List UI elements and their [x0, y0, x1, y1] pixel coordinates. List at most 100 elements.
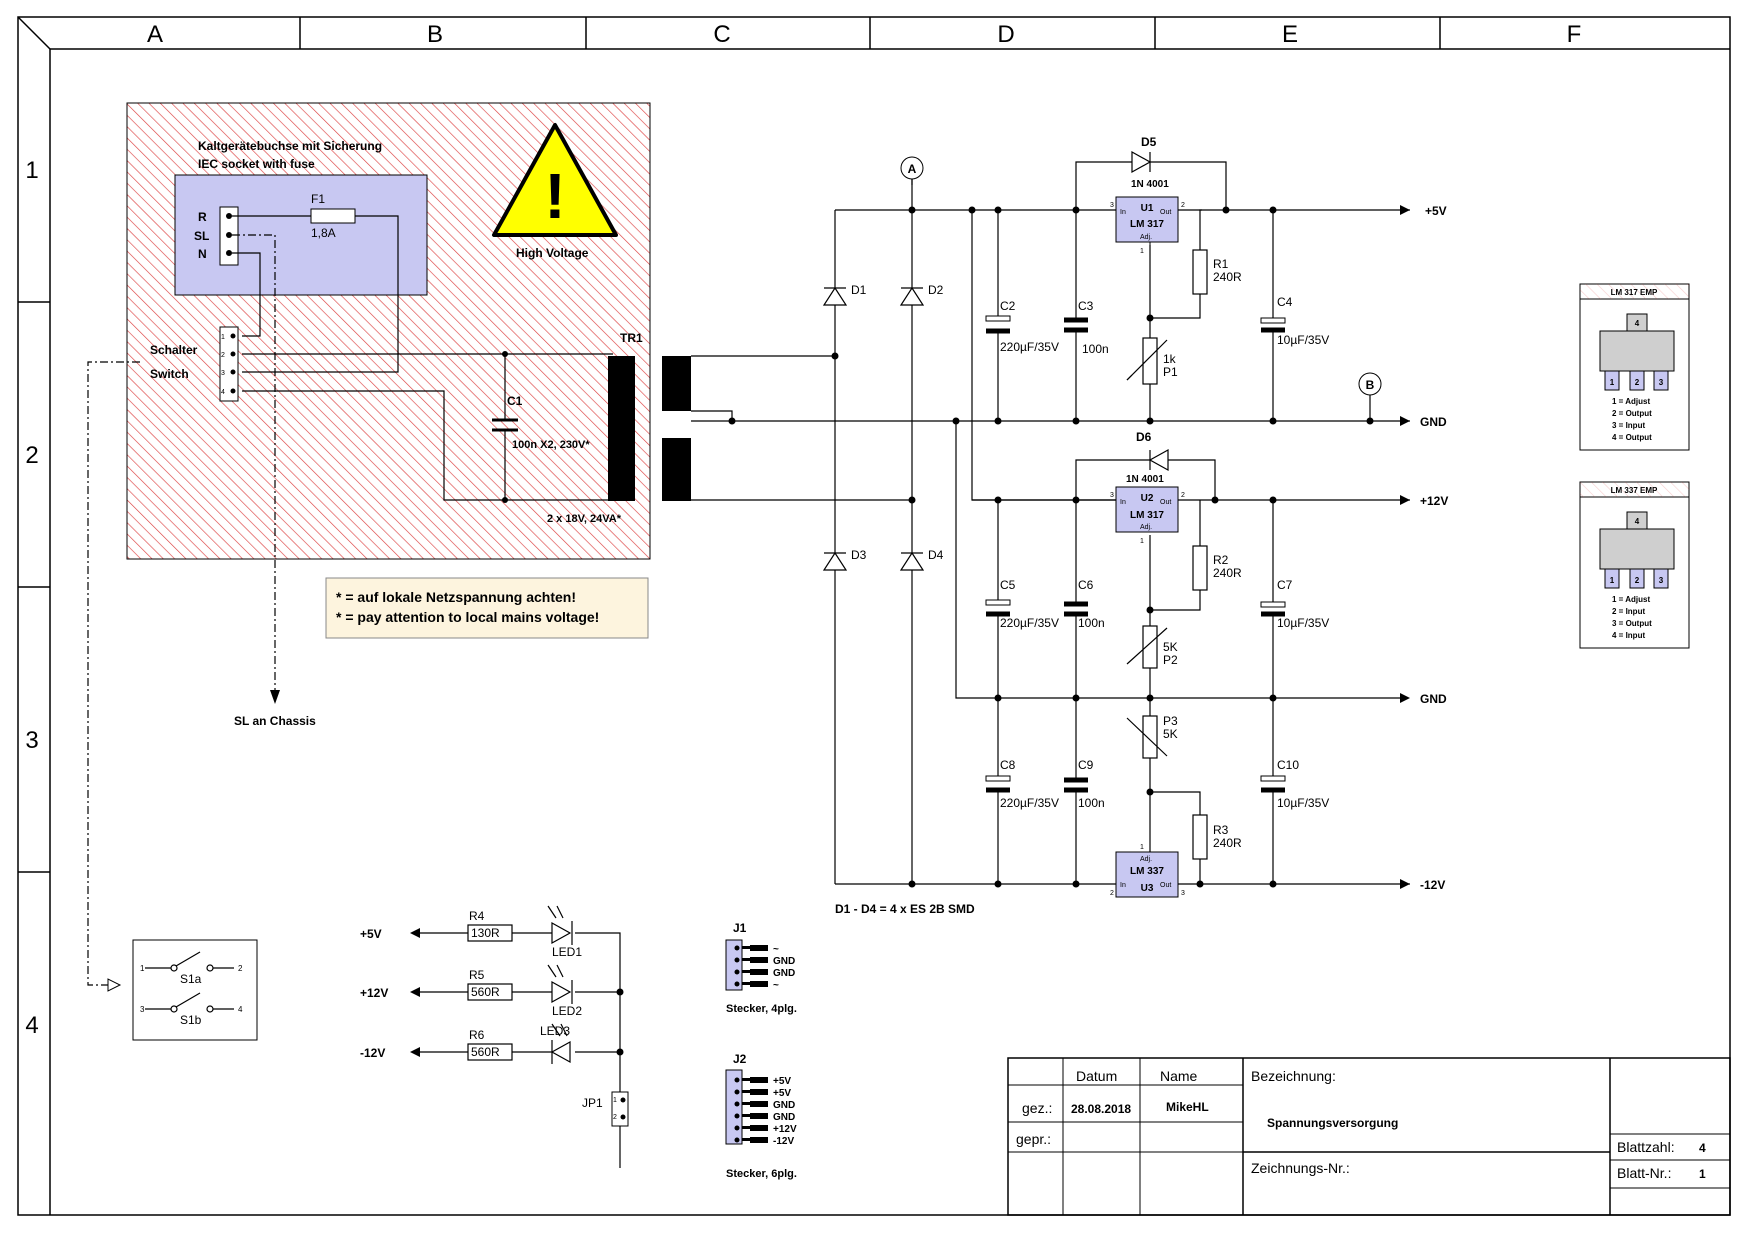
c3-label: C3: [1078, 299, 1094, 313]
pkg2-tab: 4: [1635, 517, 1640, 526]
led-symbols: [547, 905, 573, 1064]
marker-b-label: B: [1366, 378, 1375, 392]
u3-pin1: 1: [1140, 844, 1144, 851]
r3-label: R3: [1213, 823, 1229, 837]
c2-value: 220µF/35V: [1000, 340, 1059, 354]
c6-label: C6: [1078, 578, 1094, 592]
led-wiring: [420, 932, 621, 1168]
row-label-3: 3: [25, 727, 38, 754]
sw-pin-2: 2: [221, 352, 225, 359]
j1-pins: [734, 945, 768, 987]
tb-bez-value: Spannungsversorgung: [1267, 1116, 1398, 1130]
u1-name: U1: [1141, 203, 1154, 214]
sw-pin-1: 1: [221, 334, 225, 341]
drawing-frame: [17, 16, 1731, 1216]
tb-date: 28.08.2018: [1071, 1102, 1131, 1116]
j1-pin-4: ~: [773, 980, 779, 991]
diode-d1-label: D1: [851, 283, 867, 297]
p1-value: 1k: [1163, 352, 1177, 366]
jp1-pin1: 1: [613, 1097, 617, 1104]
c1-name: C1: [507, 394, 523, 408]
output-arrows: [1400, 205, 1410, 889]
row-label-4: 4: [25, 1012, 38, 1039]
switch-terminal: [219, 326, 239, 402]
trafo-name: TR1: [620, 331, 643, 345]
r2-label: R2: [1213, 553, 1229, 567]
d6-label: D6: [1136, 430, 1152, 444]
package-lm337: [1579, 481, 1690, 649]
diode-d2-label: D2: [928, 283, 944, 297]
note-de: * = auf lokale Netzspannung achten!: [336, 589, 576, 605]
c3-value: 100n: [1082, 342, 1109, 356]
chassis-arrow: [270, 690, 280, 704]
sw-pin-3: 3: [221, 370, 225, 377]
led1-label: LED1: [552, 945, 582, 959]
c9-value: 100n: [1078, 796, 1105, 810]
c6-value: 100n: [1078, 616, 1105, 630]
earth-line: [87, 234, 276, 986]
socket-title-en: IEC socket with fuse: [198, 157, 315, 171]
u2-adj: Adj.: [1140, 524, 1152, 531]
d5-label: D5: [1141, 135, 1157, 149]
pkg1-pin3: 3: [1659, 378, 1664, 387]
s1-pin-3: 3: [140, 1005, 145, 1014]
c4-value: 10µF/35V: [1277, 333, 1329, 347]
j1-pin-3: GND: [773, 968, 795, 979]
pkg1-legend-3: 3 = Input: [1612, 421, 1645, 430]
p1-label: P1: [1163, 365, 1178, 379]
regulator-u3: [1115, 851, 1179, 898]
j2-pin-3: GND: [773, 1100, 795, 1111]
transformer-secondary-lower: [662, 438, 691, 501]
output-5v-label: +5V: [1425, 204, 1447, 218]
tb-sheet-value: 1: [1699, 1167, 1706, 1181]
column-label-f: F: [1567, 21, 1582, 48]
pkg2-pin1: 1: [1610, 576, 1615, 585]
j2-pins: [734, 1077, 768, 1143]
column-label-e: E: [1282, 21, 1298, 48]
pkg1-tab: 4: [1635, 319, 1640, 328]
row-label-2: 2: [25, 442, 38, 469]
connector-j2: [725, 1069, 743, 1145]
package-lm317: [1579, 283, 1690, 451]
fuse-f1: [310, 208, 356, 224]
u2-out: Out: [1160, 499, 1171, 506]
column-label-c: C: [713, 21, 730, 48]
sw-pin-4: 4: [221, 389, 225, 396]
p2-value: 5K: [1163, 640, 1178, 654]
u3-type: LM 337: [1130, 866, 1164, 877]
s1a-label: S1a: [180, 972, 202, 986]
u1-pin3: 3: [1110, 202, 1114, 209]
r5-label: R5: [469, 968, 485, 982]
c8-label: C8: [1000, 758, 1016, 772]
j2-label: J2: [733, 1052, 747, 1066]
u3-pin2: 2: [1110, 890, 1114, 897]
connector-j1: [725, 939, 743, 991]
r1-label: R1: [1213, 257, 1229, 271]
pin-sl-label: SL: [194, 229, 209, 243]
pin-r-label: R: [198, 210, 207, 224]
j2-pin-2: +5V: [773, 1088, 791, 1099]
u2-in: In: [1120, 499, 1126, 506]
u2-name: U2: [1141, 493, 1154, 504]
p3-value: 5K: [1163, 727, 1178, 741]
pkg2-legend-4: 4 = Input: [1612, 631, 1645, 640]
fuse-value: 1,8A: [311, 226, 336, 240]
pkg2-legend-2: 2 = Input: [1612, 607, 1645, 616]
pkg2-title: LM 337 EMP: [1611, 486, 1658, 495]
output-m12v-label: -12V: [1420, 878, 1445, 892]
note-en: * = pay attention to local mains voltage…: [336, 609, 599, 625]
tb-sheets-value: 4: [1699, 1141, 1706, 1155]
u3-adj: Adj.: [1140, 856, 1152, 863]
chassis-label: SL an Chassis: [234, 714, 316, 728]
c9-label: C9: [1078, 758, 1094, 772]
j2-pin-4: GND: [773, 1112, 795, 1123]
iec-socket-box: [174, 174, 428, 296]
u3-name: U3: [1141, 883, 1154, 894]
led-rail-5v: +5V: [360, 927, 382, 941]
u1-pin1: 1: [1140, 248, 1144, 255]
socket-title-de: Kaltgerätebuchse mit Sicherung: [198, 139, 382, 153]
s1-pin-4: 4: [238, 1005, 243, 1014]
r6-value: 560R: [471, 1045, 500, 1059]
pkg2-pin3: 3: [1659, 576, 1664, 585]
j2-pin-5: +12V: [773, 1124, 797, 1135]
